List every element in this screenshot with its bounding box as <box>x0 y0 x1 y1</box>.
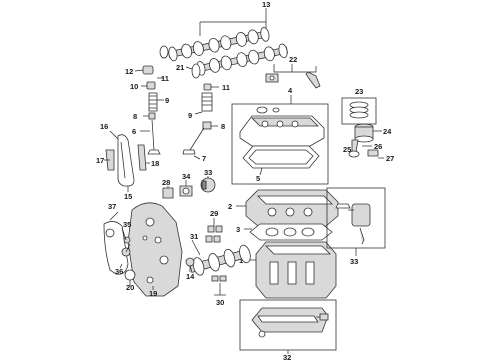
callout-21: 21 <box>176 63 184 72</box>
callout-26: 26 <box>374 142 382 151</box>
callout-12: 12 <box>125 67 133 76</box>
callout-19: 19 <box>149 289 157 298</box>
callout-32: 32 <box>283 353 291 360</box>
callout-8: 8 <box>133 112 137 121</box>
callout-15: 15 <box>124 192 132 201</box>
callout-33b: 33 <box>350 257 358 266</box>
oil-pump-area[interactable] <box>162 176 216 199</box>
callout-14: 14 <box>186 272 195 281</box>
camshaft-assembly[interactable] <box>159 8 289 79</box>
callout-18: 18 <box>151 159 159 168</box>
callout-9: 9 <box>165 96 169 105</box>
callout-11: 11 <box>161 74 169 83</box>
callout-30: 30 <box>216 298 224 307</box>
callout-35: 35 <box>123 220 131 229</box>
engine-block[interactable] <box>246 241 337 299</box>
timing-chain-guides[interactable] <box>104 130 150 192</box>
callout-33: 33 <box>204 168 212 177</box>
crankshaft-assembly[interactable] <box>185 218 252 296</box>
callout-24: 24 <box>383 127 392 136</box>
callout-25: 25 <box>343 145 351 154</box>
piston-rod-group[interactable] <box>341 97 384 159</box>
vct-solenoids[interactable] <box>265 64 321 89</box>
callout-6: 6 <box>132 127 136 136</box>
callout-7: 7 <box>202 154 206 163</box>
callout-2: 2 <box>228 202 232 211</box>
callout-34: 34 <box>182 172 191 181</box>
callout-31: 31 <box>190 232 198 241</box>
callout-1: 1 <box>239 256 243 265</box>
callout-22: 22 <box>289 55 297 64</box>
callout-27: 27 <box>386 154 394 163</box>
callout-29: 29 <box>210 209 218 218</box>
callout-37: 37 <box>108 202 116 211</box>
callout-10: 10 <box>130 82 138 91</box>
oil-filter-box[interactable] <box>326 187 386 256</box>
valve-train-right[interactable] <box>182 83 219 160</box>
callout-11b: 11 <box>222 83 230 92</box>
valve-cover-box[interactable] <box>231 95 329 185</box>
callout-5: 5 <box>256 174 260 183</box>
cylinder-head[interactable] <box>236 189 339 227</box>
callout-13: 13 <box>262 0 270 9</box>
callout-36: 36 <box>115 267 123 276</box>
callout-3: 3 <box>236 225 240 234</box>
callout-4: 4 <box>288 86 293 95</box>
head-gasket[interactable] <box>244 223 333 241</box>
callout-20: 20 <box>126 283 134 292</box>
callout-28: 28 <box>162 178 170 187</box>
callout-8b: 8 <box>221 122 225 131</box>
callout-23: 23 <box>355 87 363 96</box>
callout-9b: 9 <box>188 111 192 120</box>
front-cover-assembly[interactable] <box>103 202 183 297</box>
callout-17: 17 <box>96 156 104 165</box>
valve-train-left[interactable] <box>134 65 164 155</box>
oil-pan-box[interactable] <box>239 299 337 354</box>
callout-16: 16 <box>100 122 108 131</box>
